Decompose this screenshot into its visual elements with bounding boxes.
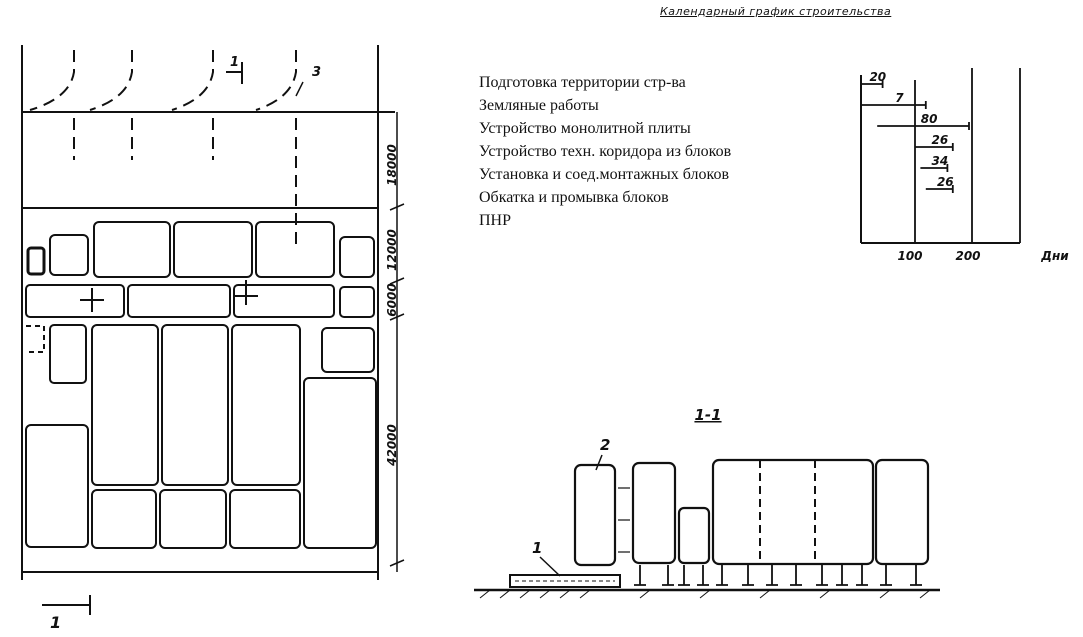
schedule-bars: 20 7 80 26 34 26 [861, 70, 970, 193]
dimension-ticks [389, 203, 405, 567]
block [339, 286, 375, 318]
utility-lines [29, 50, 297, 245]
section-marker-top: 1 [230, 55, 239, 70]
schedule-title: Календарный график строительства [660, 5, 892, 18]
marker-3: 3 [312, 65, 321, 80]
foundation-slab [509, 574, 621, 588]
task-label: Установка и соед.монтажных блоков [479, 166, 730, 183]
site-plan: 3 1 [21, 45, 405, 632]
module [677, 506, 711, 565]
section-title: 1-1 [694, 406, 721, 424]
bar-duration-label: 26 [932, 133, 949, 147]
leader-line [295, 81, 304, 97]
schedule-task-list: Подготовка территории стр-ва Земляные ра… [479, 71, 731, 232]
block [255, 221, 335, 278]
block [25, 284, 125, 318]
section-marker-bottom: 1 [50, 613, 61, 632]
schedule-chart: 20 7 80 26 34 26 100 200 Дни [860, 68, 1069, 263]
task-label: Обкатка и промывка блоков [479, 189, 669, 206]
block [127, 284, 231, 318]
task-label: ПНР [479, 212, 512, 229]
block [173, 221, 253, 278]
module-2 [573, 463, 617, 567]
block [229, 489, 301, 549]
block [159, 489, 227, 549]
bar-duration-label: 26 [937, 175, 954, 189]
block [321, 327, 375, 373]
block [231, 324, 301, 486]
utility-line [29, 50, 75, 111]
ground-hatch [479, 589, 931, 599]
utility-line [171, 50, 214, 111]
bar-duration-label: 80 [921, 112, 938, 126]
block [233, 284, 335, 318]
dim-label: 6000 [385, 283, 399, 316]
section-view: 1-1 1 2 [474, 406, 940, 599]
utility-line [255, 50, 297, 111]
dim-label: 42000 [385, 424, 399, 467]
leader-line [595, 454, 603, 471]
gauge-icon [26, 246, 46, 276]
connection-arrows [618, 487, 630, 553]
block [91, 489, 157, 549]
block-row-1 [25, 221, 377, 549]
dashed-block [26, 325, 45, 353]
leader-line [539, 556, 561, 577]
block [339, 236, 375, 278]
block [49, 324, 87, 384]
bar-duration-label: 7 [895, 91, 904, 105]
task-label: Устройство техн. коридора из блоков [479, 143, 732, 160]
block [25, 424, 89, 548]
block [161, 324, 229, 486]
marker-2: 2 [600, 436, 610, 454]
task-label: Земляные работы [479, 97, 599, 114]
block [49, 234, 89, 276]
tick-label: 200 [955, 249, 980, 263]
module [874, 458, 930, 566]
bar-duration-label: 34 [932, 154, 949, 168]
cross-marks [80, 280, 258, 312]
task-label: Подготовка территории стр-ва [479, 74, 686, 91]
block [93, 221, 171, 278]
block [91, 324, 159, 486]
module-group [711, 458, 875, 566]
tick-label: 100 [897, 249, 922, 263]
dim-label: 18000 [385, 144, 399, 186]
modules [573, 458, 930, 567]
module [631, 461, 677, 565]
supports [634, 565, 922, 586]
task-label: Устройство монолитной плиты [479, 120, 691, 137]
bar-duration-label: 20 [869, 70, 886, 84]
utility-line [89, 50, 133, 111]
axis-unit: Дни [1040, 249, 1069, 263]
dim-label: 12000 [385, 229, 399, 271]
block [303, 377, 377, 549]
marker-1: 1 [532, 539, 542, 557]
